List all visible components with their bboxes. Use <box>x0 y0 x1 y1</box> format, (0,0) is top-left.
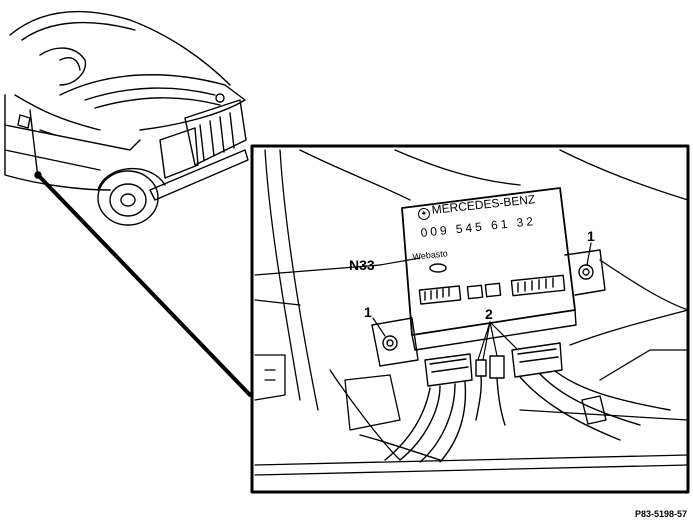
inset-body-structure <box>254 149 689 476</box>
heater-control-unit <box>371 187 606 367</box>
mounting-screw-left <box>382 335 398 351</box>
callout-leaders <box>372 242 592 361</box>
callout-label-mount-right: 1 <box>587 228 595 244</box>
leader-line <box>36 173 252 397</box>
figure-id: P83-5198-57 <box>634 509 687 519</box>
mounting-screw-right <box>578 264 594 280</box>
detail-frame <box>250 144 690 494</box>
callout-label-mount-left: 1 <box>364 304 372 320</box>
car-drawing <box>4 10 249 226</box>
callout-label-connectors: 2 <box>485 306 493 322</box>
callout-label-n33: N33 <box>349 257 375 273</box>
wiring-harness <box>359 342 671 463</box>
